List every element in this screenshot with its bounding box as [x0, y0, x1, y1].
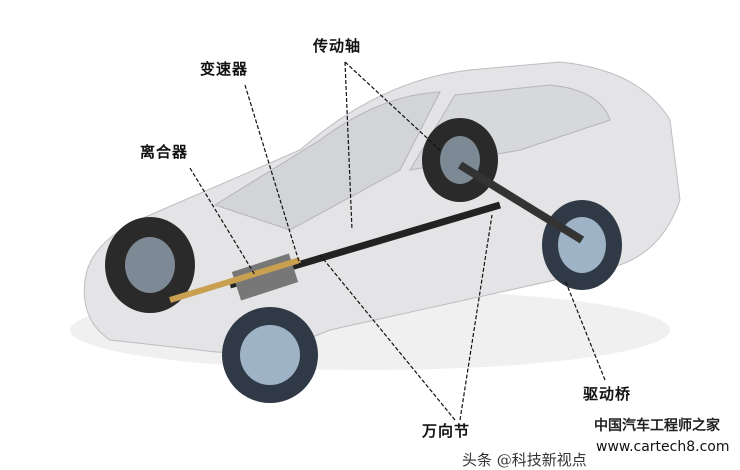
label-universal-joint: 万向节: [422, 422, 471, 440]
label-transmission: 变速器: [200, 60, 249, 78]
front-subframe: [169, 257, 301, 303]
label-drive-shaft: 传动轴: [313, 37, 362, 55]
watermark-platform: 头条 @科技新视点: [462, 451, 587, 469]
watermark-site-name: 中国汽车工程师之家: [594, 418, 720, 434]
leader-lines: [189, 61, 606, 421]
label-clutch: 离合器: [140, 143, 189, 161]
rear-axle: [457, 161, 585, 244]
windshield: [213, 91, 441, 231]
watermark-url: www.cartech8.com: [596, 439, 730, 455]
label-drive-axle: 驱动桥: [583, 385, 632, 403]
